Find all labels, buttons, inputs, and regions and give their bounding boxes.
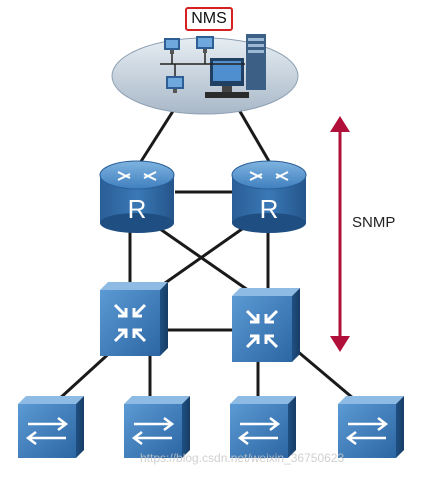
access-switch-1 xyxy=(18,396,84,458)
router-right-letter: R xyxy=(260,194,279,224)
layer3-switch-icon xyxy=(113,303,147,343)
router-left xyxy=(99,160,175,233)
router-left-letter: R xyxy=(128,194,147,224)
router-arrows-icon xyxy=(117,171,157,181)
core-switch-left xyxy=(100,282,168,356)
snmp-label: SNMP xyxy=(352,214,396,231)
layer3-switch-icon xyxy=(245,309,279,349)
monitor-icon xyxy=(205,58,249,98)
link-core-right-access-4 xyxy=(289,343,361,406)
switch-arrows-icon xyxy=(25,417,69,445)
link-nms-router-right xyxy=(236,107,272,164)
server-icon xyxy=(246,34,266,90)
snmp-double-arrow-icon xyxy=(330,116,350,352)
nms-cloud xyxy=(111,34,299,115)
access-switch-2 xyxy=(124,396,190,458)
switch-arrows-icon xyxy=(131,417,175,445)
links xyxy=(56,107,361,406)
lan-icon xyxy=(160,53,245,76)
access-switch-4 xyxy=(338,396,404,458)
workstation-icon xyxy=(164,36,214,93)
access-switch-3 xyxy=(230,396,296,458)
router-arrows-icon xyxy=(249,171,289,181)
watermark: https://blog.csdn.net/weixin_36750623 xyxy=(140,451,345,465)
router-right xyxy=(231,160,307,233)
nms-label: NMS xyxy=(185,7,233,31)
switch-arrows-icon xyxy=(237,417,281,445)
core-switch-right xyxy=(232,288,300,362)
switch-arrows-icon xyxy=(345,417,389,445)
link-core-left-access-1 xyxy=(56,346,117,402)
link-nms-router-left xyxy=(138,107,177,164)
